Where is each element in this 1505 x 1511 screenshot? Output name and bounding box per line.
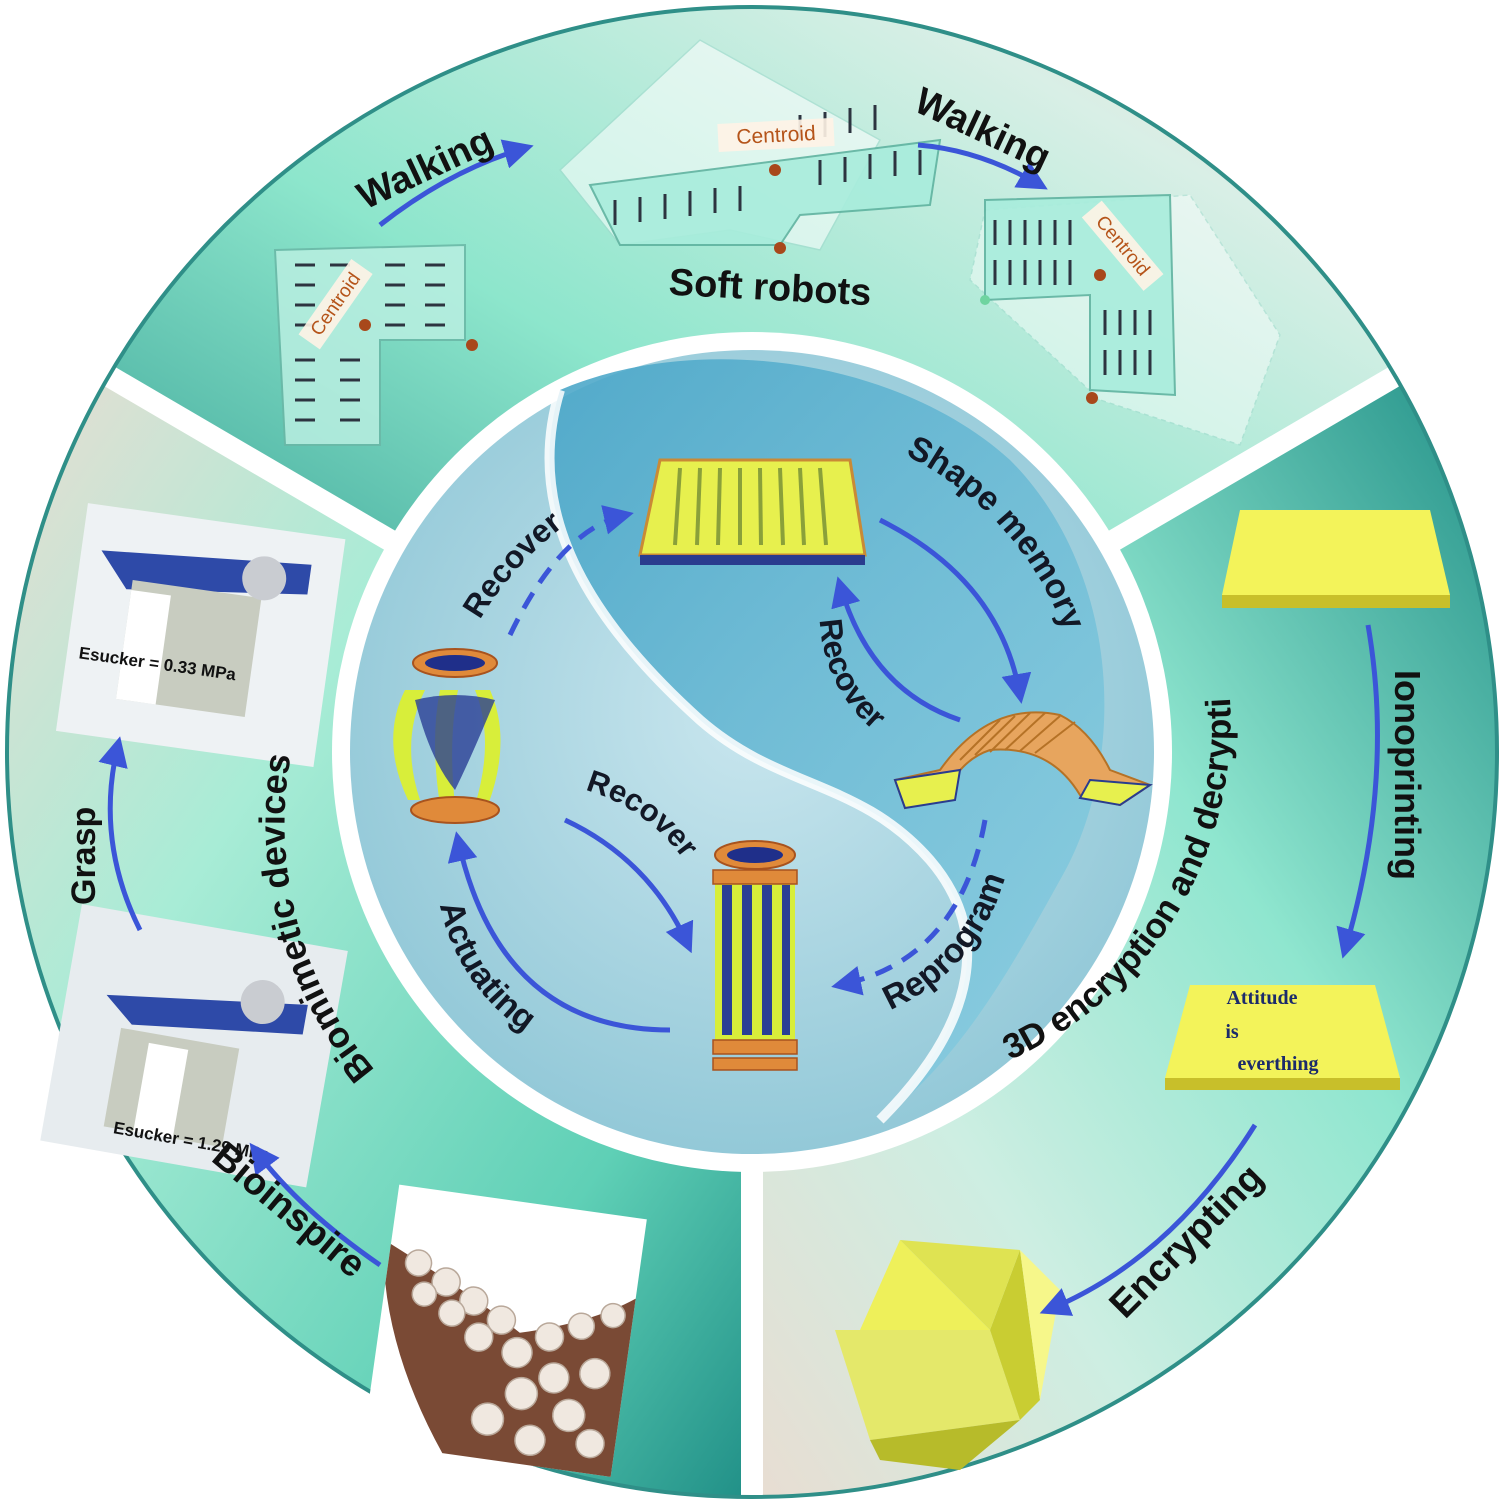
recover-top-left-arrow [507, 505, 634, 637]
lantern-shape [393, 648, 501, 824]
centroid-tag-middle: Centroid [717, 117, 835, 152]
svg-text:is: is [1225, 1021, 1239, 1043]
actuating-arrow [447, 831, 671, 1033]
robot-right: Centroid [969, 193, 1281, 446]
blank-sheet [1222, 510, 1450, 608]
ionoprinting-arrow [1336, 624, 1380, 959]
outer-ring-border [5, 5, 1499, 1499]
bioinspire-arrow [249, 1142, 382, 1268]
flat-sheet [638, 458, 867, 565]
reprogram-arrow [831, 819, 988, 996]
robot-left: Centroid [273, 243, 478, 446]
walking-arrow-right [917, 142, 1048, 190]
arch-shape [893, 711, 1153, 810]
origami-shape [835, 1240, 1060, 1470]
robot-middle: Centroid [558, 39, 942, 254]
sucker-photo-top: Esucker = 0.33 MPa [55, 503, 346, 768]
ionoprinting-label: Ionoprinting [1387, 670, 1428, 880]
grasp-label: Grasp [65, 807, 103, 905]
svg-text:Attitude: Attitude [1226, 987, 1297, 1009]
biomimetic-panel: Esucker = 0.33 MPa Esucker = 1.29 MPa [40, 503, 647, 1477]
shape-memory-arrow [878, 517, 1032, 704]
sucker-photo-bottom: Esucker = 1.29 MPa [40, 904, 348, 1188]
printed-sheet: Attitude is everthing [1165, 985, 1400, 1090]
encrypting-arrow [1039, 1123, 1258, 1316]
recover-middle-arrow [563, 817, 694, 954]
soft-robots-panel: Centroid Centroid [273, 39, 1281, 446]
inner-swirl-edge [544, 388, 973, 1124]
svg-text:Centroid: Centroid [736, 122, 816, 149]
cylinder-shape [712, 840, 798, 1071]
svg-text:everthing: everthing [1237, 1053, 1318, 1075]
recover-right-arrow [831, 576, 961, 723]
walking-arrow-left [378, 139, 534, 227]
grasp-arrow [98, 736, 143, 932]
octopus-photo [363, 1184, 647, 1477]
